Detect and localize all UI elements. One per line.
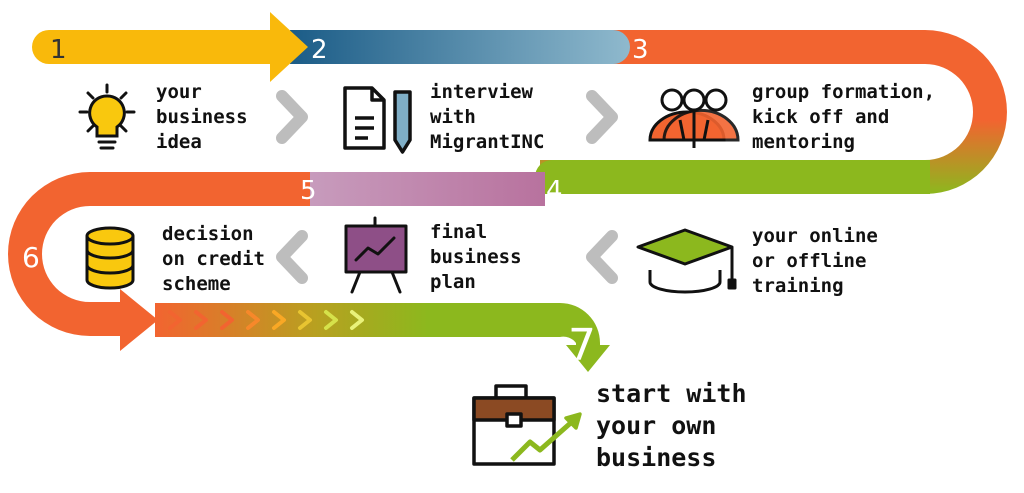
chevron-arrow-icon bbox=[350, 310, 364, 330]
chevron-arrow-icon bbox=[276, 230, 308, 284]
step-number: 4 bbox=[546, 176, 563, 206]
step-number: 7 bbox=[568, 320, 596, 371]
step-number: 3 bbox=[632, 35, 649, 65]
chevron-arrow-icon bbox=[586, 90, 618, 144]
chevron-arrow-icon bbox=[276, 90, 308, 144]
presentation-chart-icon bbox=[344, 216, 408, 294]
step-1-label: your business idea bbox=[156, 81, 248, 153]
step-5-label: final business plan bbox=[430, 221, 522, 293]
step-3-label: group formation, kick off and mentoring bbox=[752, 81, 936, 153]
graduation-cap-icon bbox=[636, 228, 737, 294]
chevron-arrow-icon bbox=[220, 310, 234, 330]
step-number: 6 bbox=[22, 241, 40, 274]
chevron-arrow-icon bbox=[194, 310, 208, 330]
step-6-label: decision on credit scheme bbox=[162, 223, 265, 295]
track-segment-7 bbox=[155, 303, 610, 372]
step-number: 1 bbox=[50, 35, 67, 65]
briefcase-growth-icon bbox=[472, 384, 582, 466]
track-segment-2 bbox=[290, 30, 630, 64]
chevron-arrow-icon bbox=[272, 310, 286, 330]
coin-stack-icon bbox=[85, 226, 135, 290]
track-segment-6 bbox=[8, 172, 310, 351]
document-pen-icon bbox=[343, 86, 412, 154]
connector-chevrons bbox=[276, 90, 618, 284]
step-number: 5 bbox=[300, 176, 317, 206]
group-people-icon bbox=[648, 88, 740, 148]
track-chevrons bbox=[168, 310, 364, 330]
track-segment-4 bbox=[535, 160, 930, 194]
track-segment-1 bbox=[32, 12, 308, 82]
track-segment-5 bbox=[283, 172, 545, 206]
step-7-label: start with your own business bbox=[596, 379, 747, 472]
step-number: 2 bbox=[311, 35, 328, 65]
chevron-arrow-icon bbox=[586, 230, 618, 284]
chevron-arrow-icon bbox=[246, 310, 260, 330]
chevron-arrow-icon bbox=[324, 310, 338, 330]
step-4-label: your online or offline training bbox=[752, 225, 878, 297]
chevron-arrow-icon bbox=[298, 310, 312, 330]
chevron-arrow-icon bbox=[168, 310, 182, 330]
lightbulb-icon bbox=[78, 83, 136, 150]
step-2-label: interview with MigrantINC bbox=[430, 81, 545, 153]
